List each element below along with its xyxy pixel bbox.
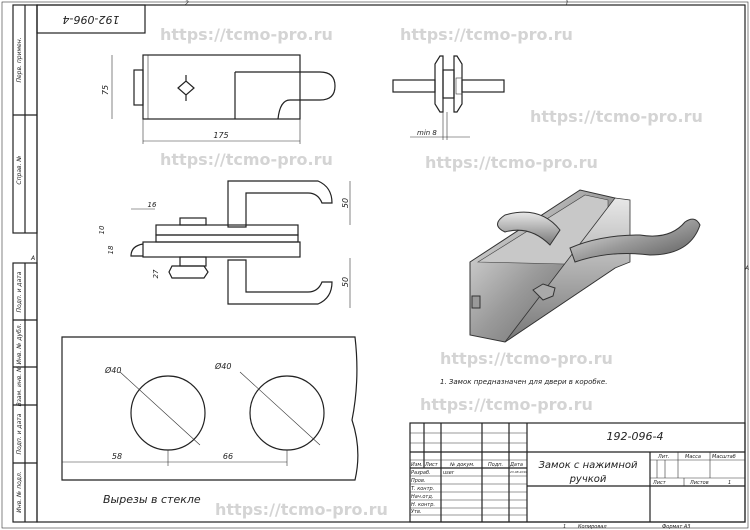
watermark-text: https://tcmo-pro.ru [420,395,593,414]
tb-developer: user [443,470,455,476]
tb-header: Лист [424,462,439,468]
zone-mark: A [30,255,35,262]
dim-label: 27 [152,269,160,278]
top-view: 75 175 [101,54,336,144]
doc-code: 192-096-4 [63,13,120,26]
tb-header: Масса [685,454,701,460]
strip-label: Взам. инв. № [16,366,23,407]
zone-mark: 1 [565,0,569,7]
tb-header: Подп. [488,462,503,468]
strip-label: Перв. примен. [16,37,23,82]
watermark-text: https://tcmo-pro.ru [400,25,573,44]
tb-row: Пров. [411,478,426,484]
tb-header: Изм. [411,462,423,468]
tb-footer: Копировал [578,524,607,530]
zone-mark: A [744,265,749,272]
dim-label: 175 [213,131,228,140]
side-view: min 8 [392,55,505,140]
tb-row: Нач.отд. [411,494,433,500]
tb-header: Лит. [657,454,670,460]
watermark-text: https://tcmo-pro.ru [425,153,598,172]
tb-header: Масштаб [712,454,736,460]
watermark-layer: https://tcmo-pro.ru https://tcmo-pro.ru ht… [160,25,703,519]
tb-header: № докум. [449,462,475,468]
glass-cutout-view: Ø40 Ø40 58 66 [61,336,359,481]
watermark-text: https://tcmo-pro.ru [160,150,333,169]
doc-code-box: 192-096-4 [36,4,146,34]
tb-date: 23.08.2019 [510,470,527,474]
watermark-text: https://tcmo-pro.ru [530,107,703,126]
watermark-text: https://tcmo-pro.ru [215,500,388,519]
tb-row: Разраб. [411,470,431,476]
tb-header: Листов [689,480,709,486]
strip-label: Справ. № [16,155,23,184]
tb-footer: Формат А3 [662,524,690,530]
left-strip: Перв. примен. Справ. № Подп. и дата Инв.… [12,4,38,523]
dim-label: 50 [341,198,350,208]
zone-mark: 2 [185,0,189,7]
tb-header: Лист [652,480,667,486]
dim-label: min 8 [417,129,437,137]
watermark-text: https://tcmo-pro.ru [440,349,613,368]
dim-label: 18 [107,245,115,254]
strip-label: Подп. и дата [16,271,23,312]
front-view: 16 10 18 27 50 50 [98,180,351,308]
tb-footer: 1 [563,524,566,530]
dim-label: 75 [101,85,110,95]
glass-caption: Вырезы в стекле [103,493,201,506]
dim-label: Ø40 [214,361,231,371]
tb-value: 1 [728,480,731,486]
dim-label: 58 [112,452,122,461]
title-block: 192-096-4 Замок с нажимной ручкой Изм. Л… [409,422,746,530]
dim-label: 50 [341,277,350,287]
drawing-title: Замок с нажимной [539,460,638,471]
tb-header: Дата [509,462,523,468]
tb-row: Н. контр. [411,502,435,508]
strip-label: Инв. № дубл. [16,323,23,364]
strip-label: Подп. и дата [16,413,23,454]
dim-label: Ø40 [104,365,121,375]
drawing-title: ручкой [569,474,607,485]
note-text: 1. Замок предназначен для двери в коробк… [440,378,607,386]
strip-label: Инв. № подл. [16,471,23,512]
tb-row: Т. контр. [411,486,434,492]
isometric-view [469,189,701,343]
drawing-code: 192-096-4 [607,430,664,443]
dim-label: 10 [98,225,106,234]
dim-label: 16 [148,201,157,209]
watermark-text: https://tcmo-pro.ru [160,25,333,44]
dim-label: 66 [223,452,233,461]
tb-row: Утв. [411,509,422,515]
